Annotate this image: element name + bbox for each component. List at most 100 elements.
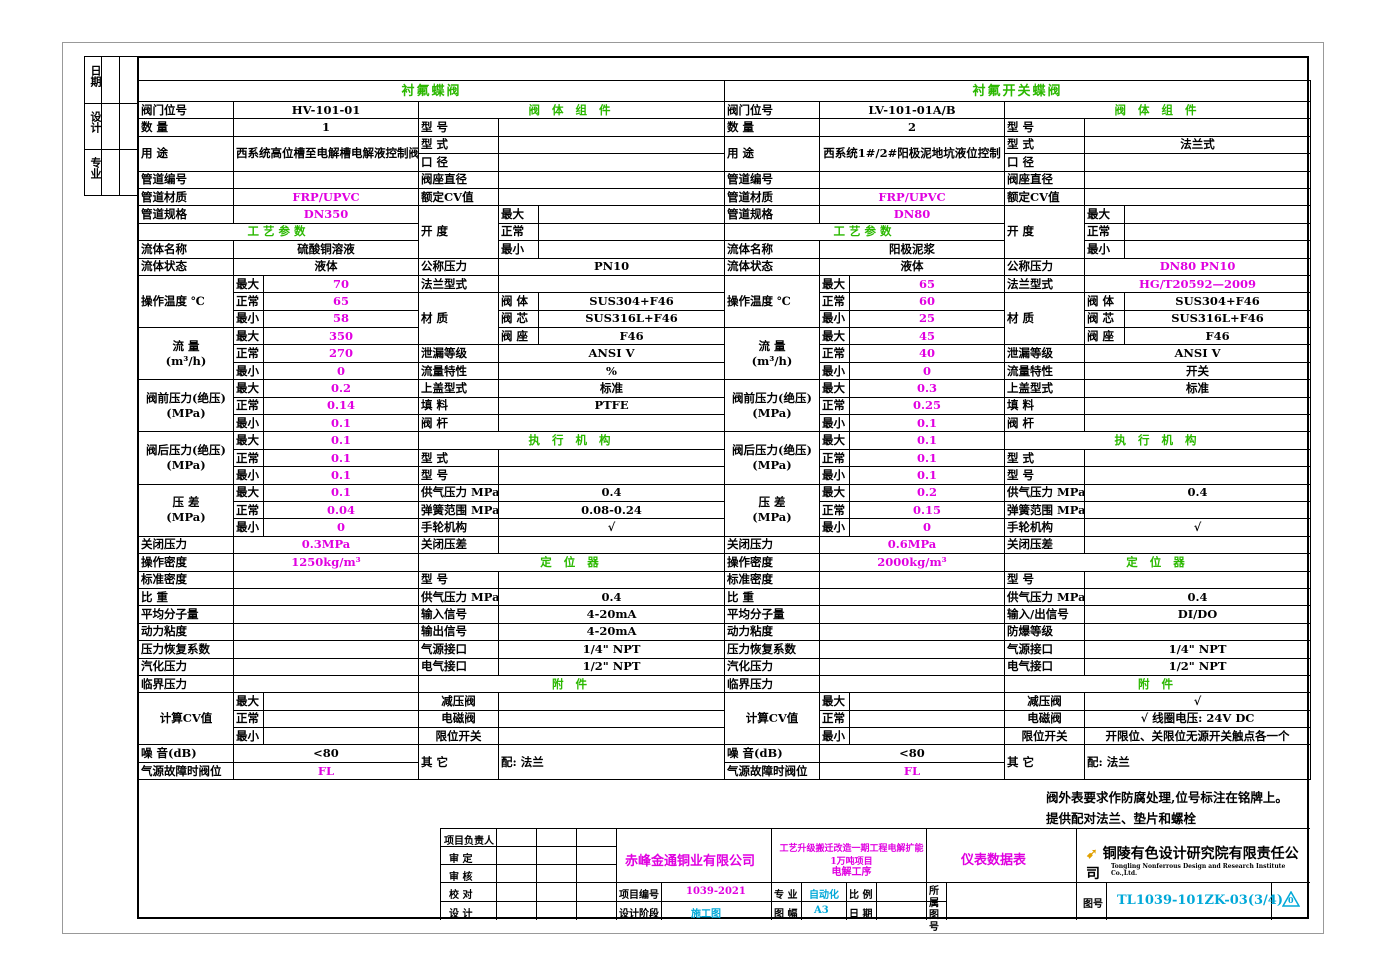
empty-cell <box>537 205 726 224</box>
empty-cell <box>819 587 1005 607</box>
bonnet-value: 标准 <box>1083 379 1312 398</box>
range-label: 最大 <box>819 379 850 398</box>
noise-label: 噪 音(dB) <box>138 744 234 763</box>
title-block: 项目负责人 审 定 审 核 校 对 设 计 赤峰金通铜业有限公司 项目编号 10… <box>440 828 1310 933</box>
temp-normal: 60 <box>849 292 1005 311</box>
air-label: 供气压力 MPa <box>1004 483 1085 502</box>
scale-label: 比 例 <box>849 890 873 901</box>
section-actuator: 执 行 机 构 <box>1003 431 1312 450</box>
fluid-label: 流体名称 <box>138 240 234 259</box>
range-label: 正常 <box>819 448 850 468</box>
section-positioner: 定 位 器 <box>1003 553 1312 572</box>
project-name: 工艺升级搬迁改造一期工程电解扩能1万吨项目 <box>779 844 924 867</box>
body-label: 阀 体 <box>1084 292 1125 311</box>
spring-value <box>1083 500 1312 520</box>
out-label: 防爆等级 <box>1004 622 1085 642</box>
flow-min: 0 <box>263 361 419 381</box>
mat-label: 材 质 <box>1004 292 1085 346</box>
pipe-no-label: 管道编号 <box>724 170 820 189</box>
qty-value: 1 <box>233 118 419 137</box>
note-1: 阀外表要求作防腐处理,位号标注在铭牌上。 <box>1046 790 1288 805</box>
p1-label: 阀前压力(绝压)(MPa) <box>724 379 820 433</box>
empty-cell <box>497 466 726 485</box>
major-label-tb: 专 业 <box>774 890 798 901</box>
fluid-value: 硫酸铜溶液 <box>233 240 419 259</box>
dens-value: 1250kg/m³ <box>233 553 419 572</box>
empty-cell <box>819 570 1005 589</box>
p1-normal: 0.14 <box>263 396 419 416</box>
lim-value <box>497 727 726 746</box>
fluid-value: 阳极泥浆 <box>819 240 1005 259</box>
empty-cell <box>537 222 726 242</box>
hand-label: 手轮机构 <box>418 518 499 537</box>
flow-label-text: 流 量 <box>758 338 786 353</box>
empty-cell <box>819 674 1005 694</box>
pv-label: 汽化压力 <box>138 657 234 676</box>
out-label: 输出信号 <box>418 622 499 642</box>
p2-label-text: 阀后压力(绝压) <box>732 443 812 457</box>
proj-no-label: 项目编号 <box>619 890 659 901</box>
rated-cv-label: 额定CV值 <box>1004 187 1085 207</box>
mw-label: 平均分子量 <box>724 605 820 624</box>
lim-label: 限位开关 <box>418 727 499 746</box>
role-check: 校 对 <box>449 890 473 901</box>
p2-normal: 0.1 <box>263 448 419 468</box>
range-label: 最小 <box>233 414 264 433</box>
proj-no: 1039-2021 <box>686 886 746 897</box>
pc-label: 临界压力 <box>724 674 820 694</box>
empty-cell <box>819 640 1005 659</box>
tag-label: 阀门位号 <box>724 100 820 120</box>
act-type-label: 型 式 <box>418 448 499 468</box>
act-model-label: 型 号 <box>418 466 499 485</box>
type-value: 法兰式 <box>1083 135 1312 155</box>
doc-name: 仪表数据表 <box>961 853 1027 868</box>
sheet-border <box>62 42 1324 934</box>
flow-normal: 40 <box>849 344 1005 363</box>
reg-value: √ <box>1083 692 1312 711</box>
leak-label: 泄漏等级 <box>418 344 499 363</box>
leak-label: 泄漏等级 <box>1004 344 1085 363</box>
qty-value: 2 <box>819 118 1005 137</box>
seat-d-label: 阀座直径 <box>418 170 499 189</box>
empty-cell <box>1123 240 1312 259</box>
in-value: DI/DO <box>1083 605 1312 624</box>
core-value: SUS316L+F46 <box>537 309 726 329</box>
dens-label: 操作密度 <box>138 553 234 572</box>
bonnet-label: 上盖型式 <box>1004 379 1085 398</box>
noise-label: 噪 音(dB) <box>724 744 820 763</box>
revision-triangle-icon: 0 <box>1281 890 1301 907</box>
in-label: 输入信号 <box>418 605 499 624</box>
pack-label: 填 料 <box>1004 396 1085 416</box>
stem-label: 阀 杆 <box>418 414 499 433</box>
dwg-label: 图号 <box>1083 899 1103 910</box>
section-accessory: 附 件 <box>1003 674 1312 694</box>
empty-cell <box>819 622 1005 642</box>
empty-cell <box>1123 205 1312 224</box>
state-value: 液体 <box>233 257 419 276</box>
pos-air-label: 供气压力 MPa <box>418 587 499 607</box>
pipe-mat: FRP/UPVC <box>819 187 1005 207</box>
other-label: 其 它 <box>1004 744 1085 781</box>
range-label: 最大 <box>819 327 850 346</box>
empty-cell <box>819 170 1005 189</box>
range-label: 正常 <box>233 344 264 363</box>
act-model-label: 型 号 <box>1004 466 1085 485</box>
company-text: 铜陵有色设计研究院有限责任公司 <box>1086 846 1299 882</box>
pos-model-label: 型 号 <box>1004 570 1085 589</box>
empty-cell <box>233 674 419 694</box>
range-label: 最大 <box>819 483 850 502</box>
tag-value: HV-101-01 <box>233 100 419 120</box>
pos-air-value: 0.4 <box>497 587 726 607</box>
spring-label: 弹簧范围 MPa <box>418 500 499 520</box>
pn-label: 公称压力 <box>1004 257 1085 276</box>
tag-label: 阀门位号 <box>138 100 234 120</box>
sol-value <box>497 709 726 729</box>
p2-label: 阀后压力(绝压)(MPa) <box>724 431 820 485</box>
dp-label-text: 压 差 <box>758 495 786 510</box>
elec-label: 电气接口 <box>418 657 499 676</box>
gas-label: 气源接口 <box>1004 640 1085 659</box>
empty-cell <box>263 692 419 711</box>
empty-cell <box>233 587 419 607</box>
rated-cv-label: 额定CV值 <box>418 187 499 207</box>
body-value: SUS304+F46 <box>1123 292 1312 311</box>
